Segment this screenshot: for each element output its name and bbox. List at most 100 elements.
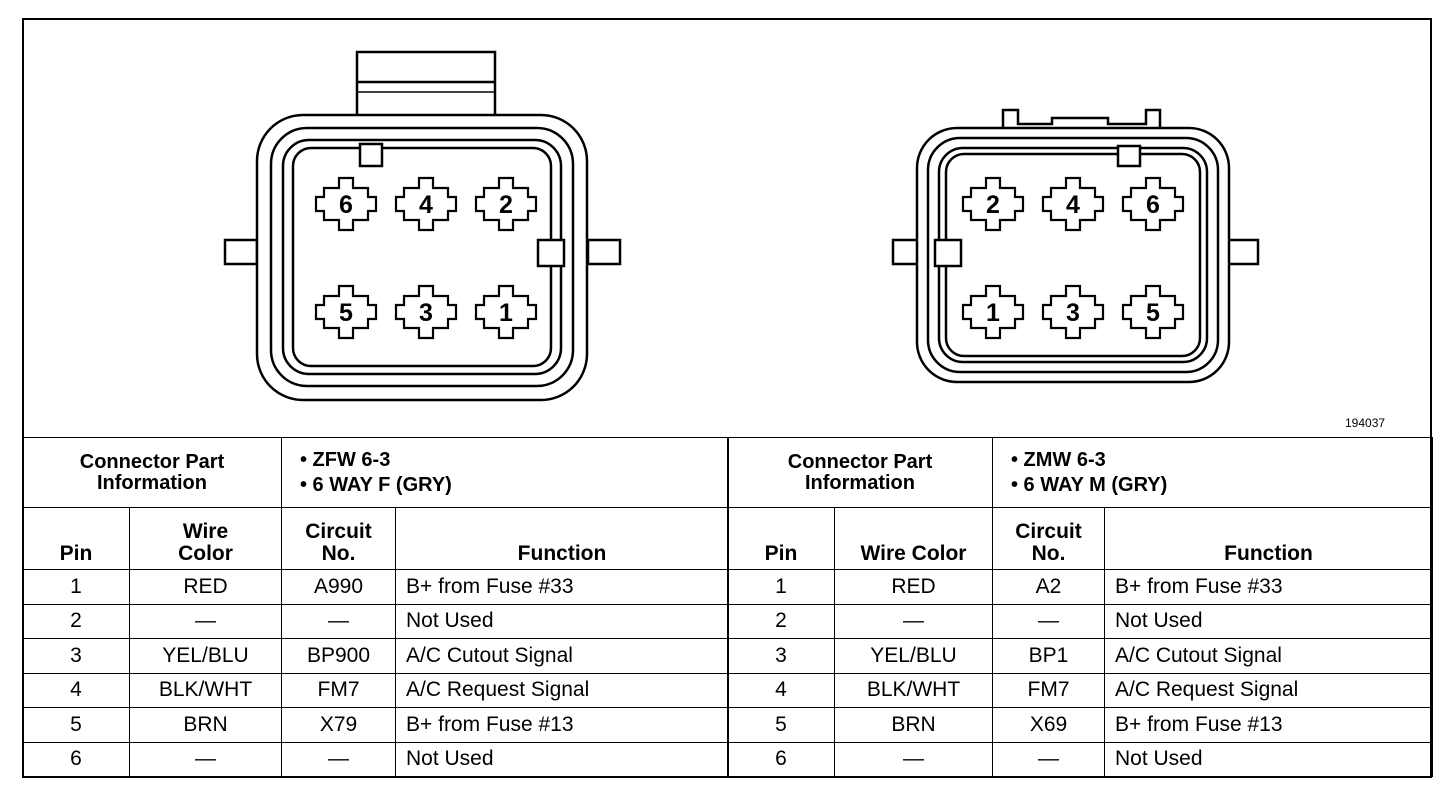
cell-function: A/C Cutout Signal xyxy=(1103,638,1434,674)
pin-cavity xyxy=(474,284,538,340)
cell-function: A/C Cutout Signal xyxy=(394,638,730,674)
cell-function: Not Used xyxy=(1103,741,1434,777)
cell-circuit: — xyxy=(281,741,396,777)
cell-circuit: — xyxy=(992,603,1105,639)
cell-circuit: A2 xyxy=(992,569,1105,605)
table-row: 2——Not Used xyxy=(727,603,1434,639)
cell-pin: 5 xyxy=(22,707,130,743)
col-header-wire-color: Wire Color xyxy=(129,507,282,570)
pin-cavity xyxy=(1121,284,1185,340)
pin-cavity xyxy=(1041,176,1105,232)
pin-number: 2 xyxy=(986,191,1000,219)
part-info-line: • ZMW 6-3 xyxy=(1011,448,1106,471)
pin-number: 3 xyxy=(419,299,433,327)
pin-cavity xyxy=(961,176,1025,232)
cell-wire-color: BLK/WHT xyxy=(129,672,282,708)
cell-wire-color: RED xyxy=(129,569,282,605)
cell-function: Not Used xyxy=(394,741,730,777)
cell-pin: 4 xyxy=(22,672,130,708)
cell-function: B+ from Fuse #13 xyxy=(1103,707,1434,743)
pin-number: 1 xyxy=(986,299,1000,327)
cell-pin: 4 xyxy=(727,672,835,708)
cell-circuit: A990 xyxy=(281,569,396,605)
pin-number: 1 xyxy=(499,299,513,327)
pinout-table-male: Connector Part Information • ZMW 6-3 • 6… xyxy=(727,437,1434,777)
pin-number: 5 xyxy=(339,299,353,327)
cell-pin: 1 xyxy=(727,569,835,605)
col-header-pin: Pin xyxy=(22,507,130,570)
pin-cavity xyxy=(1041,284,1105,340)
cell-pin: 5 xyxy=(727,707,835,743)
cell-circuit: — xyxy=(281,603,396,639)
cell-circuit: BP900 xyxy=(281,638,396,674)
pin-number: 4 xyxy=(1066,191,1080,219)
pin-cavity xyxy=(474,176,538,232)
cell-circuit: FM7 xyxy=(281,672,396,708)
cell-wire-color: — xyxy=(834,741,993,777)
cell-wire-color: BLK/WHT xyxy=(834,672,993,708)
cell-circuit: BP1 xyxy=(992,638,1105,674)
cell-wire-color: RED xyxy=(834,569,993,605)
cell-wire-color: YEL/BLU xyxy=(834,638,993,674)
cell-pin: 6 xyxy=(22,741,130,777)
connector-part-info: • ZMW 6-3 • 6 WAY M (GRY) xyxy=(991,437,1434,508)
col-header-circuit: Circuit No. xyxy=(281,507,396,570)
pin-number: 6 xyxy=(339,191,353,219)
table-row: 6——Not Used xyxy=(727,741,1434,777)
part-info-line: • 6 WAY F (GRY) xyxy=(300,473,452,496)
cell-wire-color: BRN xyxy=(129,707,282,743)
cell-wire-color: — xyxy=(129,603,282,639)
cell-wire-color: BRN xyxy=(834,707,993,743)
cell-circuit: FM7 xyxy=(992,672,1105,708)
cell-wire-color: — xyxy=(129,741,282,777)
part-info-line: • ZFW 6-3 xyxy=(300,448,391,471)
pin-cavity xyxy=(961,284,1025,340)
pin-cavity xyxy=(394,176,458,232)
cell-function: Not Used xyxy=(1103,603,1434,639)
cell-wire-color: YEL/BLU xyxy=(129,638,282,674)
cell-function: B+ from Fuse #13 xyxy=(394,707,730,743)
col-header-wire-color: Wire Color xyxy=(834,507,993,570)
pin-cavity xyxy=(394,284,458,340)
cell-pin: 1 xyxy=(22,569,130,605)
col-header-function: Function xyxy=(1103,507,1434,570)
cell-function: A/C Request Signal xyxy=(1103,672,1434,708)
cell-circuit: X69 xyxy=(992,707,1105,743)
pinout-table-female: Connector Part Information • ZFW 6-3 • 6… xyxy=(22,437,730,777)
cell-function: B+ from Fuse #33 xyxy=(1103,569,1434,605)
pin-number: 5 xyxy=(1146,299,1160,327)
table-row: 2——Not Used xyxy=(22,603,730,639)
cell-function: A/C Request Signal xyxy=(394,672,730,708)
col-header-circuit: Circuit No. xyxy=(992,507,1105,570)
cell-circuit: X79 xyxy=(281,707,396,743)
diagram-frame xyxy=(22,18,1432,778)
pin-number: 3 xyxy=(1066,299,1080,327)
part-info-line: • 6 WAY M (GRY) xyxy=(1011,473,1168,496)
pin-number: 4 xyxy=(419,191,433,219)
cell-pin: 3 xyxy=(727,638,835,674)
cell-wire-color: — xyxy=(834,603,993,639)
pin-number: 6 xyxy=(1146,191,1160,219)
connector-part-info: • ZFW 6-3 • 6 WAY F (GRY) xyxy=(280,437,730,508)
col-header-function: Function xyxy=(394,507,730,570)
table-row: 6——Not Used xyxy=(22,741,730,777)
cell-pin: 2 xyxy=(22,603,130,639)
connector-part-label: Connector Part Information xyxy=(22,437,282,508)
cell-pin: 2 xyxy=(727,603,835,639)
figure-id: 194037 xyxy=(1345,416,1386,430)
pin-cavity xyxy=(314,176,378,232)
connector-part-label: Connector Part Information xyxy=(727,437,993,508)
cell-circuit: — xyxy=(992,741,1105,777)
cell-pin: 6 xyxy=(727,741,835,777)
cell-function: B+ from Fuse #33 xyxy=(394,569,730,605)
